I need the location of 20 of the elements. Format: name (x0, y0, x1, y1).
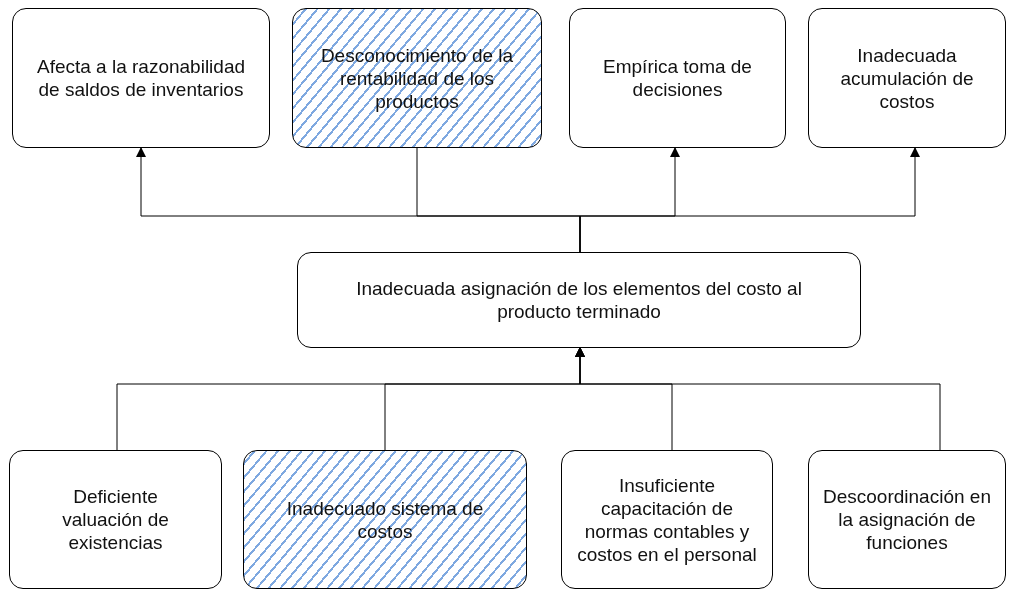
box-label: Inadecuada acumulación de costos (839, 43, 975, 113)
box-label: Desconocimiento de la rentabilidad de los productos (319, 43, 515, 113)
process-box (9, 450, 222, 589)
connector-arrow (579, 147, 920, 253)
box-label: Afecta a la razonabilidad de saldos de inventarios (35, 55, 247, 101)
box-label: Deficiente valuación de existencias (61, 485, 170, 554)
connector-arrow (575, 347, 941, 451)
box-label: Empírica toma de decisiones (602, 55, 753, 101)
process-box (297, 252, 861, 348)
process-box (292, 8, 542, 148)
box-label: Inadecuada asignación de los elementos del costo al producto terminado (355, 277, 803, 323)
process-box (243, 450, 527, 589)
process-box (569, 8, 786, 148)
process-box (12, 8, 270, 148)
process-box (808, 450, 1006, 589)
box-label: Inadecuado sistema de costos (285, 496, 485, 543)
box-label: Insuficiente capacitación de normas contables y costos en el personal (576, 473, 758, 566)
process-box (808, 8, 1006, 148)
process-box (561, 450, 773, 589)
box-label: Descoordinación en la asignación de funciones (822, 485, 992, 554)
